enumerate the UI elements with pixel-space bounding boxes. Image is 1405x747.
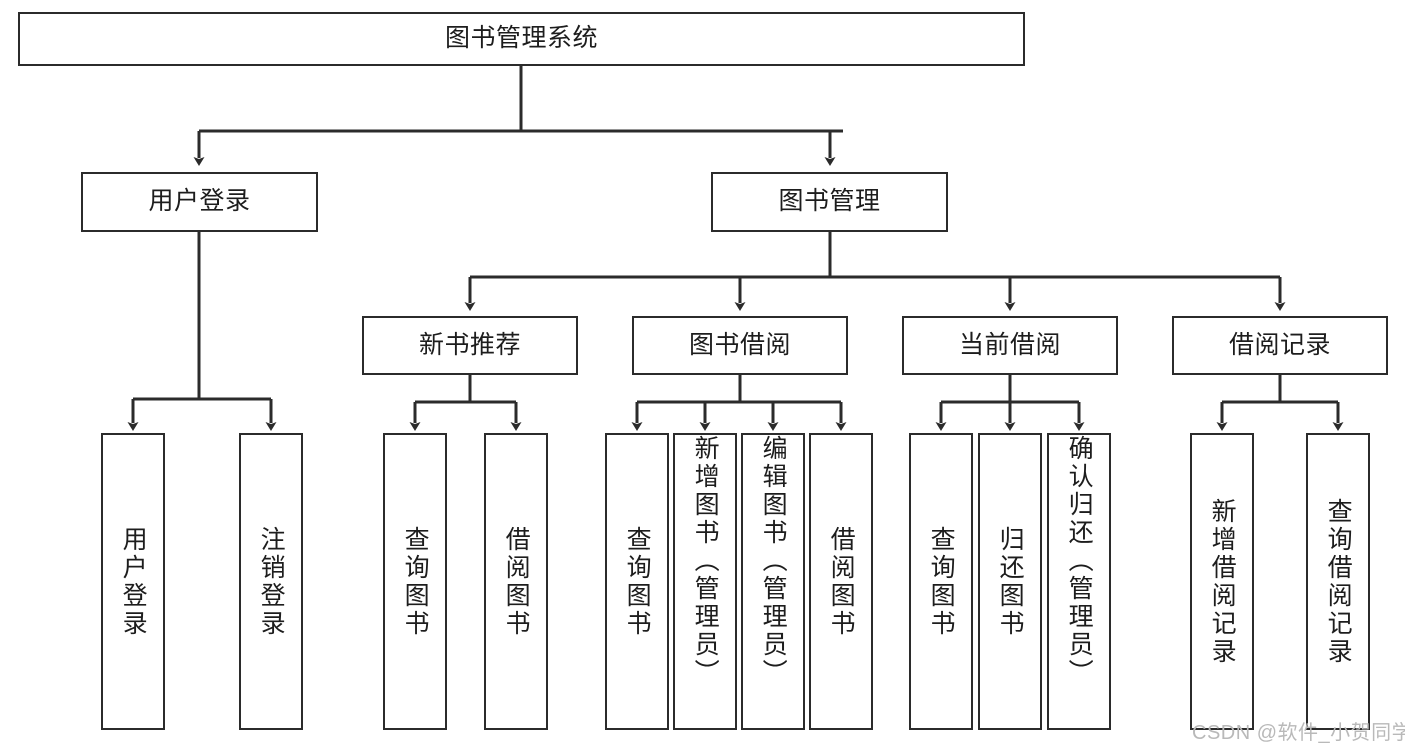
leaf-borrow-book-recommend[interactable]: 借阅图书 (484, 433, 548, 730)
leaf-add-borrow-record[interactable]: 新增借阅记录 (1190, 433, 1254, 730)
node-label: 图书管理系统 (444, 24, 598, 53)
leaf-confirm-return-admin[interactable]: 确认归还（管理员） (1047, 433, 1111, 730)
node-label: 新增借阅记录 (1208, 497, 1237, 666)
node-label: 归还图书 (996, 525, 1025, 638)
node-label: 用户登录 (148, 187, 251, 216)
leaf-query-book-current[interactable]: 查询图书 (909, 433, 973, 730)
node-borrow-record[interactable]: 借阅记录 (1172, 316, 1388, 375)
csdn-watermark: CSDN @软件_小贺同学 (1192, 722, 1405, 744)
leaf-return-book[interactable]: 归还图书 (978, 433, 1042, 730)
leaf-user-login[interactable]: 用户登录 (101, 433, 165, 730)
leaf-edit-book-admin[interactable]: 编辑图书（管理员） (741, 433, 805, 730)
node-label: 查询图书 (401, 525, 430, 638)
node-new-book-recommend[interactable]: 新书推荐 (362, 316, 578, 375)
node-label: 图书借阅 (688, 330, 791, 359)
node-label: 查询借阅记录 (1324, 497, 1353, 666)
node-label: 注销登录 (257, 525, 286, 638)
node-label: 借阅记录 (1228, 330, 1331, 359)
node-label: 借阅图书 (502, 525, 531, 638)
node-book-management[interactable]: 图书管理 (711, 172, 948, 232)
leaf-query-borrow-record[interactable]: 查询借阅记录 (1306, 433, 1370, 730)
node-label: 用户登录 (119, 525, 148, 638)
node-book-borrow[interactable]: 图书借阅 (632, 316, 848, 375)
leaf-borrow-book[interactable]: 借阅图书 (809, 433, 873, 730)
node-label: 图书管理 (778, 187, 881, 216)
node-label: 查询图书 (927, 525, 956, 638)
node-label: 确认归还（管理员） (1065, 435, 1094, 687)
node-user-login[interactable]: 用户登录 (81, 172, 318, 232)
leaf-add-book-admin[interactable]: 新增图书（管理员） (673, 433, 737, 730)
node-label: 新增图书（管理员） (691, 435, 720, 687)
node-label: 查询图书 (623, 525, 652, 638)
node-root-system[interactable]: 图书管理系统 (18, 12, 1025, 66)
leaf-logout-login[interactable]: 注销登录 (239, 433, 303, 730)
node-label: 编辑图书（管理员） (759, 435, 788, 687)
node-label: 新书推荐 (418, 330, 521, 359)
leaf-query-book-recommend[interactable]: 查询图书 (383, 433, 447, 730)
node-current-borrow[interactable]: 当前借阅 (902, 316, 1118, 375)
node-label: 当前借阅 (958, 330, 1061, 359)
leaf-query-book-borrow[interactable]: 查询图书 (605, 433, 669, 730)
node-label: 借阅图书 (827, 525, 856, 638)
